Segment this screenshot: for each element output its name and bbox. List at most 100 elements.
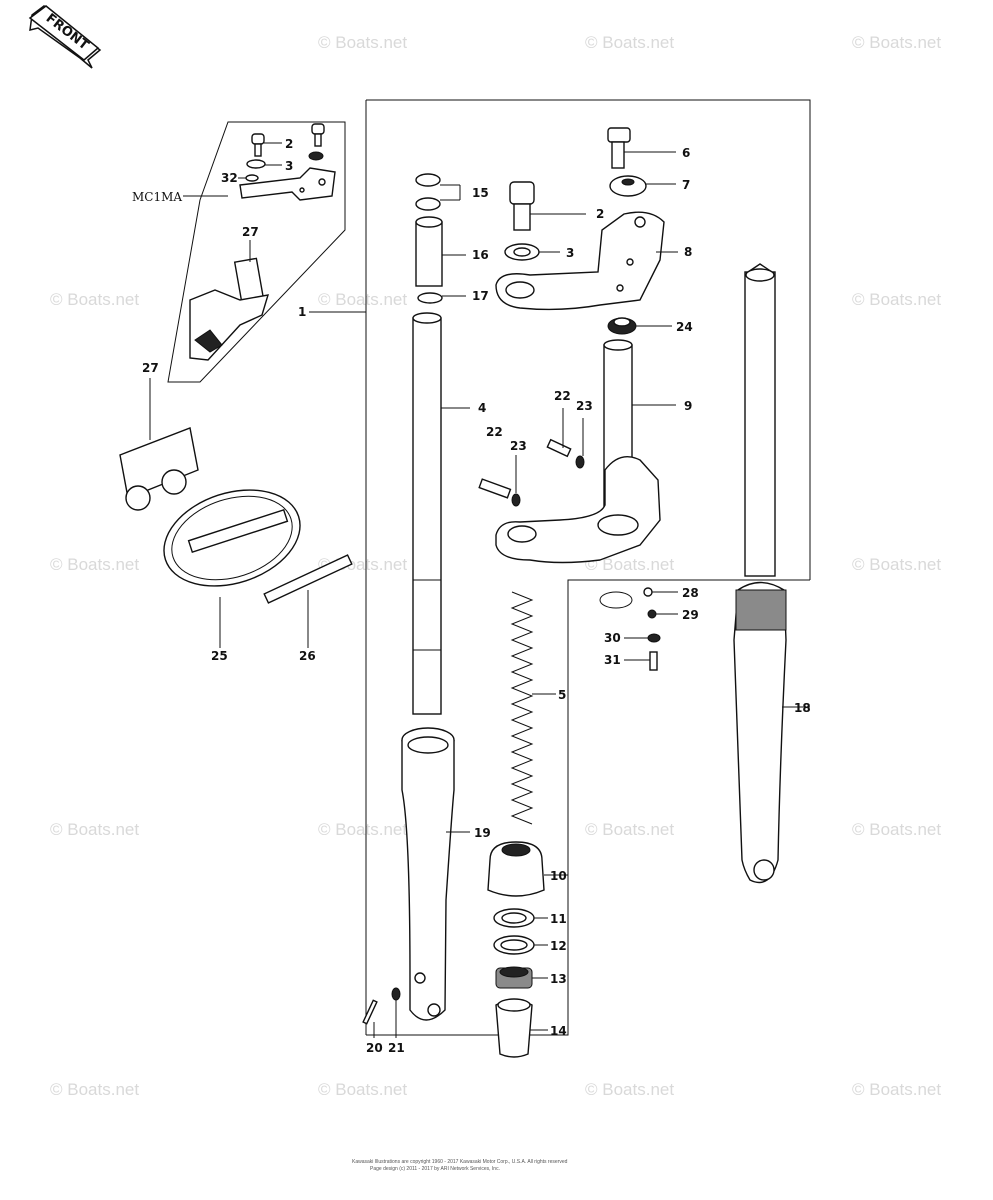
callout-labels: 1 2 3 32 MC1MA 27 15 16 17 2 3 6 7 8 24 … bbox=[132, 137, 811, 1055]
o-ring-icon bbox=[415, 173, 441, 187]
callout-14: 14 bbox=[550, 1024, 567, 1038]
washer-icon bbox=[391, 987, 401, 1001]
watermark: © Boats.net bbox=[852, 820, 941, 839]
collar-16 bbox=[415, 221, 443, 287]
right-fork-18 bbox=[733, 263, 787, 884]
emblem-bracket-group bbox=[239, 123, 336, 201]
watermark: © Boats.net bbox=[318, 33, 407, 52]
callout-10: 10 bbox=[550, 869, 567, 883]
callout-25: 25 bbox=[211, 649, 228, 663]
callout-30: 30 bbox=[604, 631, 621, 645]
watermark: © Boats.net bbox=[852, 33, 941, 52]
watermark: © Boats.net bbox=[50, 290, 139, 309]
inner-tube-4 bbox=[412, 317, 442, 715]
emblem-bracket bbox=[239, 167, 336, 201]
callout-12: 12 bbox=[550, 939, 567, 953]
callout-23: 23 bbox=[510, 439, 527, 453]
footer: Kawasaki Illustrations are copyright 196… bbox=[352, 1159, 568, 1172]
watermark: © Boats.net bbox=[585, 820, 674, 839]
callout-16: 16 bbox=[472, 248, 489, 262]
footer-page-design: Page design (c) 2011 - 2017 by ARI Netwo… bbox=[370, 1166, 500, 1172]
watermark: © Boats.net bbox=[852, 290, 941, 309]
footer-copyright: Kawasaki Illustrations are copyright 196… bbox=[352, 1159, 568, 1165]
lower-stack-parts bbox=[487, 841, 545, 1058]
bracket-hole bbox=[318, 178, 326, 186]
callout-11: 11 bbox=[550, 912, 567, 926]
callout-9: 9 bbox=[684, 399, 692, 413]
washer-icon bbox=[575, 455, 585, 469]
front-arrow-icon: FRONT bbox=[28, 5, 102, 69]
bolt-icon bbox=[311, 123, 325, 135]
callout-24: 24 bbox=[676, 320, 693, 334]
watermark: © Boats.net bbox=[318, 1080, 407, 1099]
callout-7: 7 bbox=[682, 178, 690, 192]
callout-20: 20 bbox=[366, 1041, 383, 1055]
callout-18: 18 bbox=[794, 701, 811, 715]
watermark: © Boats.net bbox=[585, 555, 674, 574]
left-fork-outer-19 bbox=[401, 727, 455, 1021]
callout-23: 23 bbox=[576, 399, 593, 413]
cable-ring-icon bbox=[599, 591, 633, 609]
callout-3: 3 bbox=[566, 246, 574, 260]
fork-assembly-outline bbox=[365, 99, 811, 1036]
bolt-icon bbox=[546, 438, 572, 458]
callout-4: 4 bbox=[478, 401, 486, 415]
callout-2: 2 bbox=[285, 137, 293, 151]
pinch-bolt-group bbox=[478, 438, 585, 507]
watermark: © Boats.net bbox=[50, 1080, 139, 1099]
screw-icon bbox=[649, 651, 658, 671]
watermark: © Boats.net bbox=[585, 1080, 674, 1099]
bolt-shank bbox=[254, 143, 262, 157]
left-fork-inner bbox=[412, 173, 443, 715]
watermark: © Boats.net bbox=[50, 820, 139, 839]
drain-screw-group bbox=[362, 987, 401, 1025]
watermark: © Boats.net bbox=[852, 555, 941, 574]
emblem-o-icon bbox=[125, 485, 151, 511]
upper-bracket-8 bbox=[495, 211, 665, 311]
bolt-shank bbox=[513, 203, 531, 231]
seal-24 bbox=[607, 317, 637, 335]
washer-icon bbox=[246, 159, 266, 169]
callout-2: 2 bbox=[596, 207, 604, 221]
screw-icon bbox=[362, 999, 378, 1025]
collar-7 bbox=[609, 175, 647, 197]
watermark: © Boats.net bbox=[318, 820, 407, 839]
emblem-strap bbox=[263, 554, 353, 604]
callout-17: 17 bbox=[472, 289, 489, 303]
watermark: © Boats.net bbox=[318, 290, 407, 309]
callout-1: 1 bbox=[298, 305, 306, 319]
washer-icon bbox=[511, 493, 521, 507]
bracket-hole bbox=[299, 187, 305, 193]
steering-stem-9 bbox=[495, 339, 661, 564]
emblem-letters bbox=[119, 427, 199, 499]
lock-washer-icon bbox=[245, 174, 259, 182]
callout-21: 21 bbox=[388, 1041, 405, 1055]
decal-sticker-upper bbox=[189, 257, 269, 361]
callout-5: 5 bbox=[558, 688, 566, 702]
watermark: © Boats.net bbox=[585, 33, 674, 52]
callout-8: 8 bbox=[684, 245, 692, 259]
callout-3: 3 bbox=[285, 159, 293, 173]
emblem-o-icon bbox=[161, 469, 187, 495]
callout-22: 22 bbox=[554, 389, 571, 403]
handle-bolt-group bbox=[607, 127, 647, 197]
o-ring-icon bbox=[415, 197, 441, 211]
callout-31: 31 bbox=[604, 653, 621, 667]
watermark: © Boats.net bbox=[852, 1080, 941, 1099]
washer-icon bbox=[647, 633, 661, 643]
bolt-icon bbox=[251, 133, 265, 145]
bolt-shank bbox=[314, 133, 322, 147]
emblem-badge-group bbox=[119, 427, 353, 604]
emblem-bar bbox=[187, 508, 289, 554]
bolt-icon bbox=[607, 127, 631, 143]
callout-29: 29 bbox=[682, 608, 699, 622]
bolt-icon bbox=[478, 478, 512, 499]
cylinder-10 bbox=[487, 841, 545, 897]
callout-27: 27 bbox=[242, 225, 259, 239]
watermark: © Boats.net bbox=[50, 555, 139, 574]
callout-32: 32 bbox=[221, 171, 238, 185]
cable-guide-group bbox=[599, 587, 661, 671]
fork-spring-5 bbox=[510, 591, 534, 825]
model-label: MC1MA bbox=[132, 190, 182, 204]
